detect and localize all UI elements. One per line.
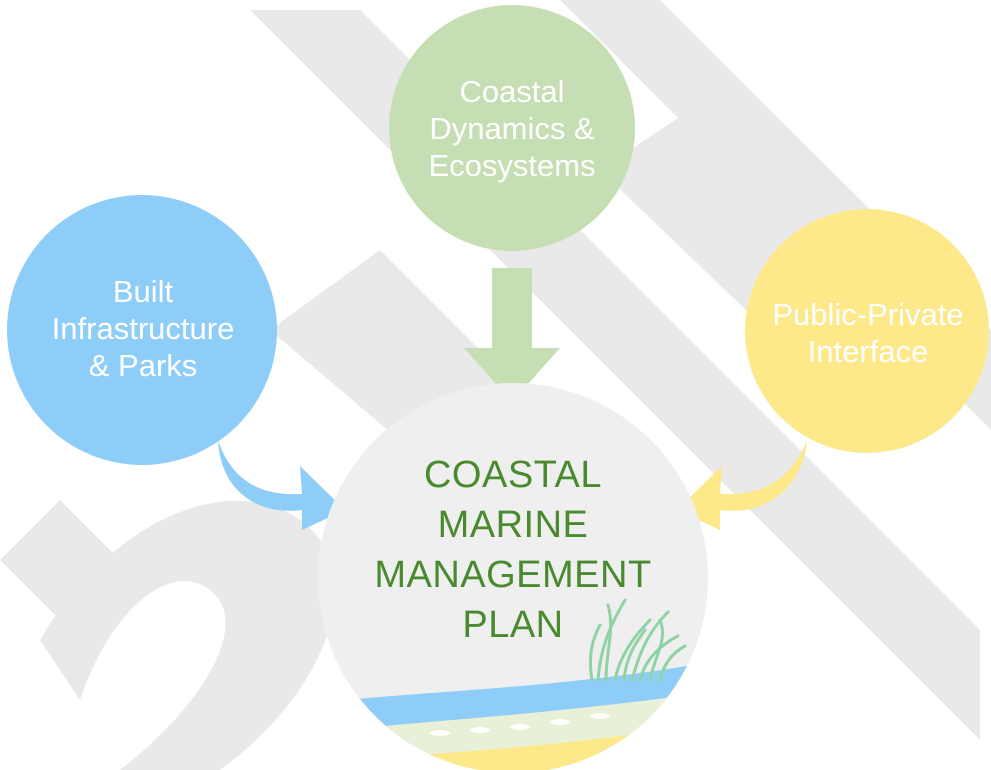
coastal-dynamics-label: Coastal Dynamics & Ecosystems: [392, 50, 632, 206]
center-title-line-4: PLAN: [462, 604, 564, 646]
watermark-stroke-6: [0, 500, 150, 650]
center-title-line-3: MANAGEMENT: [374, 554, 652, 596]
coastal-dynamics-line-2: Dynamics &: [429, 110, 595, 146]
public-private-line-1: Public-Private: [772, 297, 964, 332]
built-infrastructure-label: Built Infrastructure & Parks: [16, 250, 270, 406]
beach-band: [318, 720, 708, 770]
built-infrastructure-line-1: Built: [112, 273, 174, 309]
node-coastal-dynamics: [389, 5, 635, 251]
coastal-dynamics-line-1: Coastal: [459, 73, 565, 109]
arrow-built-infrastructure: [218, 440, 345, 530]
node-built-infrastructure: [7, 195, 277, 465]
path-dashes: [430, 713, 610, 736]
seagrass-icon: [588, 598, 687, 682]
center-title: COASTAL MARINE MANAGEMENT PLAN: [343, 440, 683, 660]
built-infrastructure-line-3: & Parks: [88, 347, 198, 383]
center-title-line-2: MARINE: [437, 504, 589, 546]
center-title-line-1: COASTAL: [423, 454, 603, 496]
node-public-private: [745, 209, 989, 453]
arrow-coastal-dynamics: [464, 268, 560, 402]
coastal-dynamics-line-3: Ecosystems: [428, 147, 596, 183]
public-private-label: Public-Private Interface: [745, 283, 991, 383]
built-infrastructure-line-2: Infrastructure: [51, 310, 235, 346]
public-private-line-2: Interface: [807, 334, 929, 369]
arrow-public-private: [677, 440, 807, 530]
center-circle: [318, 383, 708, 770]
